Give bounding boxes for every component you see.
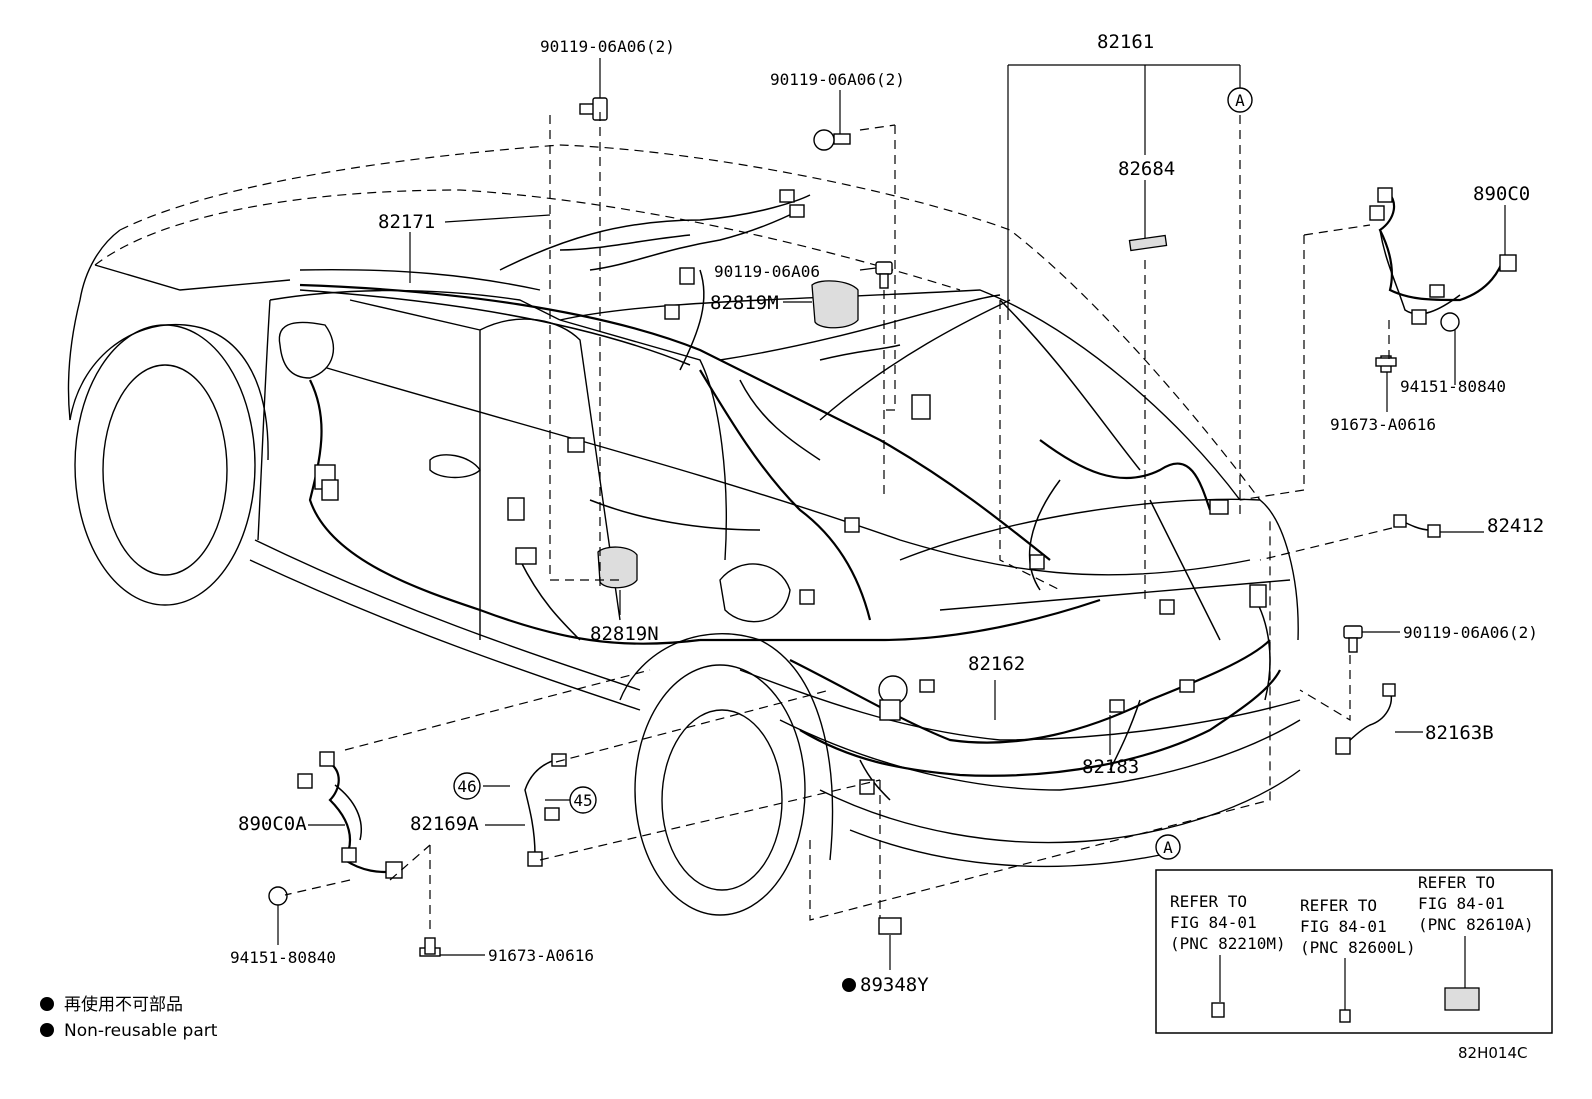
part-82412 — [1393, 514, 1441, 538]
label-82171: 82171 — [378, 211, 435, 233]
label-82183: 82183 — [1082, 756, 1139, 778]
wire-harness-bumper-82183 — [799, 669, 1281, 801]
sub-harness-890C0 — [1369, 187, 1517, 325]
label-90119-single: 90119-06A06 — [714, 262, 820, 281]
label-890C0A: 890C0A — [238, 813, 307, 835]
refer-col3-line1: REFER TO — [1418, 873, 1495, 892]
label-82162: 82162 — [968, 653, 1025, 675]
legend-en: Non-reusable part — [64, 1021, 218, 1041]
legend-jp: 再使用不可部品 — [64, 994, 183, 1015]
label-82684: 82684 — [1118, 158, 1175, 180]
label-89348Y: 89348Y — [860, 974, 929, 996]
label-90119-right: 90119-06A06(2) — [1403, 623, 1538, 642]
refer-col3-line3: (PNC 82610A) — [1418, 915, 1534, 934]
part-82684-tape — [1128, 234, 1168, 252]
legend: 再使用不可部品 Non-reusable part — [40, 994, 218, 1041]
car-body-outline — [67, 144, 1301, 916]
callout-circle-A-top: A — [1227, 87, 1253, 113]
part-82819M — [811, 280, 859, 329]
refer-col3-line2: FIG 84-01 — [1418, 894, 1505, 913]
harness-connectors — [314, 189, 1267, 795]
label-90119-mid: 90119-06A06(2) — [770, 70, 905, 89]
part-82819N — [597, 546, 638, 589]
refer-col1-line3: (PNC 82210M) — [1170, 934, 1286, 953]
label-82412: 82412 — [1487, 515, 1544, 537]
bolt-90119-mid — [813, 129, 851, 151]
refer-col2-line1: REFER TO — [1300, 896, 1377, 915]
part-labels: 82161 82684 82171 90119-06A06(2) 90119-0… — [230, 31, 1544, 996]
label-890C0: 890C0 — [1473, 183, 1530, 205]
label-91673-right: 91673-A0616 — [1330, 415, 1436, 434]
refer-box: A REFER TO FIG 84-01 (PNC 82210M) REFER … — [1155, 834, 1553, 1034]
svg-text:A: A — [1163, 838, 1173, 857]
refer-col2-line3: (PNC 82600L) — [1300, 938, 1416, 957]
label-91673-left: 91673-A0616 — [488, 946, 594, 965]
callout-circle-46: 46 — [453, 772, 481, 800]
clip-94151-right — [1440, 312, 1460, 332]
refer-col1-line2: FIG 84-01 — [1170, 913, 1257, 932]
label-90119-top: 90119-06A06(2) — [540, 37, 675, 56]
label-94151-left: 94151-80840 — [230, 948, 336, 967]
part-82163B — [1335, 683, 1396, 755]
refer-col2-line2: FIG 84-01 — [1300, 917, 1387, 936]
part-89348Y — [878, 917, 902, 935]
label-82169A: 82169A — [410, 813, 479, 835]
part-82169A — [524, 753, 567, 867]
dashed-guide-lines — [284, 112, 1393, 935]
non-reusable-dot-89348Y — [842, 978, 856, 992]
bolt-90119-single — [875, 261, 893, 289]
bolt-91673-left — [419, 937, 441, 957]
svg-text:45: 45 — [573, 791, 592, 810]
wire-harness-floor-82161 — [308, 269, 1101, 645]
leader-lines — [277, 58, 1506, 970]
svg-text:A: A — [1235, 91, 1245, 110]
figure-code: 82H014C — [1458, 1044, 1527, 1062]
bolt-90119-top — [579, 97, 608, 121]
label-94151-right: 94151-80840 — [1400, 377, 1506, 396]
bolt-91673-right — [1375, 355, 1397, 373]
bolt-90119-right — [1343, 625, 1363, 653]
label-82163B: 82163B — [1425, 722, 1494, 744]
clip-94151-left — [268, 886, 288, 906]
wire-harness-roof-82171 — [299, 194, 1051, 561]
label-82161: 82161 — [1097, 31, 1154, 53]
refer-col1-line1: REFER TO — [1170, 892, 1247, 911]
sub-harness-890C0A — [297, 751, 403, 879]
callout-circle-45: 45 — [569, 786, 597, 814]
label-82819M: 82819M — [710, 292, 779, 314]
svg-text:46: 46 — [457, 777, 476, 796]
label-82819N: 82819N — [590, 623, 659, 645]
